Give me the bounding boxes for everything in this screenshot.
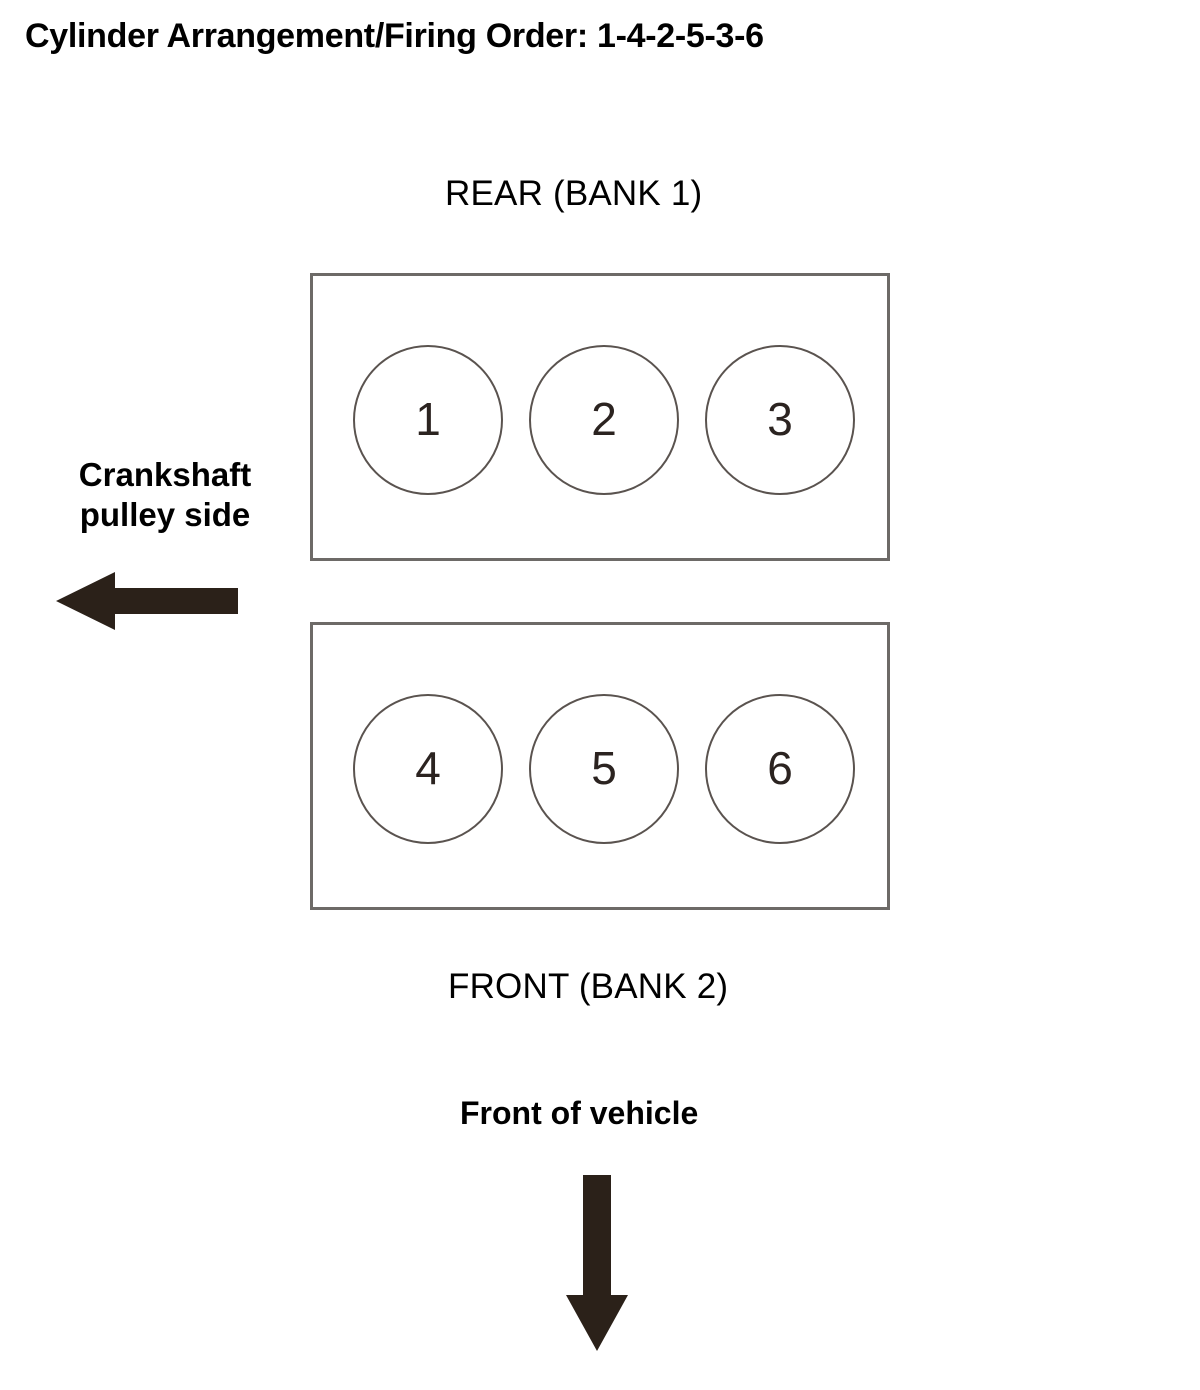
cylinder-number: 1 — [415, 393, 441, 445]
cylinder-5: 5 — [529, 694, 679, 844]
bank-1-box: 1 2 3 — [310, 273, 890, 561]
crankshaft-pulley-side-label: Crankshaft pulley side — [78, 456, 252, 533]
cylinder-number: 3 — [767, 393, 793, 445]
cylinder-1: 1 — [353, 345, 503, 495]
bank-2-box: 4 5 6 — [310, 622, 890, 910]
cylinder-number: 6 — [767, 742, 793, 794]
cylinder-number: 5 — [591, 742, 617, 794]
cylinder-4: 4 — [353, 694, 503, 844]
arrow-left-icon — [52, 568, 240, 634]
page-title: Cylinder Arrangement/Firing Order: 1-4-2… — [25, 17, 764, 55]
arrow-down-icon — [560, 1172, 636, 1354]
cylinder-3: 3 — [705, 345, 855, 495]
front-bank-label: FRONT (BANK 2) — [448, 967, 729, 1006]
cylinder-6: 6 — [705, 694, 855, 844]
cylinder-number: 4 — [415, 742, 441, 794]
cylinder-2: 2 — [529, 345, 679, 495]
cylinder-number: 2 — [591, 393, 617, 445]
rear-bank-label: REAR (BANK 1) — [445, 174, 703, 213]
front-of-vehicle-label: Front of vehicle — [460, 1095, 699, 1131]
